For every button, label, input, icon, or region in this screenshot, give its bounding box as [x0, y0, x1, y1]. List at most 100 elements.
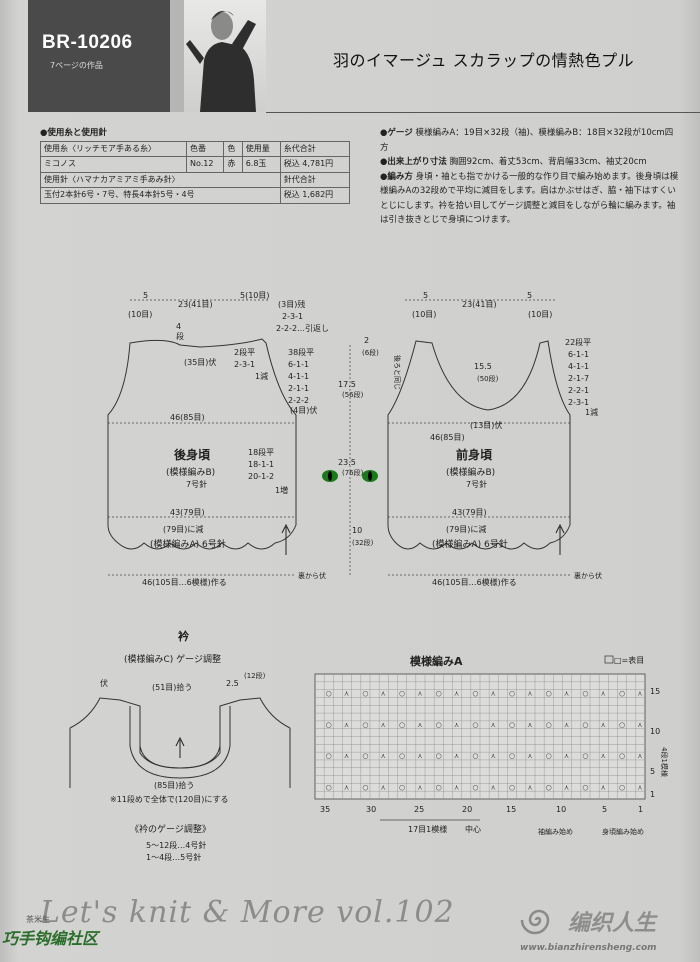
- back-arm-rule-5: 2-2-2: [288, 396, 309, 405]
- yarn-over-symbol: ○: [582, 752, 588, 760]
- yarn-over-symbol: ○: [472, 721, 478, 729]
- yarn-over-symbol: ⋏: [601, 721, 606, 729]
- front-rule-5: 2-2-1: [568, 386, 589, 395]
- materials-heading: ●使用糸と使用針: [40, 128, 107, 138]
- size-line: ●出来上がり寸法 胸囲92cm、着丈53cm、背肩幅33cm、袖丈20cm: [380, 155, 680, 170]
- chart-row-label-5: 5: [650, 767, 655, 776]
- center-dim-17: 17.5: [338, 380, 356, 389]
- table-cell: 税込 4,781円: [279, 156, 351, 173]
- yarn-over-symbol: ⋏: [344, 690, 349, 698]
- yarn-over-symbol: ○: [546, 721, 552, 729]
- yarn-over-symbol: ⋏: [417, 690, 422, 698]
- back-dim-left: 5: [143, 291, 148, 300]
- yarn-over-symbol: ⋏: [637, 721, 642, 729]
- yarn-over-symbol: ○: [619, 783, 625, 791]
- yarn-over-symbol: ○: [509, 783, 515, 791]
- front-dec: 1減: [585, 407, 598, 417]
- header: BR-10206 7ページの作品 羽のイマージュ スカラップの情熱色プル: [0, 0, 700, 112]
- front-dec-note: (79目)に減: [446, 524, 486, 534]
- materials-table: 使用糸〈リッチモア手ある糸〉 色番 色 使用量 糸代合計 ミコノス No.12 …: [40, 140, 351, 204]
- yarn-over-symbol: ○: [436, 690, 442, 698]
- front-piece-pattern: (模様編みB): [446, 466, 495, 478]
- yarn-over-symbol: ⋏: [381, 752, 386, 760]
- front-dim-center: 23(41目): [462, 300, 497, 309]
- yarn-over-symbol: ○: [326, 721, 332, 729]
- chart-col-label-30: 30: [366, 805, 376, 814]
- spiral-logo-icon: [520, 909, 550, 935]
- yarn-over-symbol: ⋏: [417, 783, 422, 791]
- yarn-over-symbol: ○: [326, 783, 332, 791]
- back-bottom-pattern: (模様編みA) 6号針: [150, 538, 226, 550]
- front-rule-4: 2-1-7: [568, 374, 589, 383]
- chart-row-label-10: 10: [650, 727, 660, 736]
- yarn-over-symbol: ○: [546, 783, 552, 791]
- front-neck-15: 15.5: [474, 362, 492, 371]
- chart-col-label-5: 5: [602, 805, 607, 814]
- back-shoulder-rule-1: 2-3-1: [282, 312, 303, 321]
- gauge-line: ●ゲージ 模様編みA：19目×32段（袖)、模様編みB：18目×32段が10cm…: [380, 126, 680, 155]
- yarn-over-symbol: ⋏: [454, 752, 459, 760]
- yarn-over-symbol: ⋏: [491, 752, 496, 760]
- table-cell: 使用糸〈リッチモア手ある糸〉: [40, 140, 187, 157]
- front-side-note: 後ろと同じ: [393, 355, 402, 390]
- front-dim-right: 5: [527, 291, 532, 300]
- size-text: 胸囲92cm、着丈53cm、背肩幅33cm、袖丈20cm: [449, 157, 647, 167]
- chart-center-note: 中心: [465, 824, 481, 834]
- yarn-over-symbol: ○: [546, 690, 552, 698]
- front-width-mid: 43(79目): [452, 508, 487, 517]
- table-row: 玉付2本針6号・7号、特長4本針5号・4号 税込 1,682円: [40, 187, 351, 204]
- back-arm-rule-1: 38段平: [288, 347, 314, 357]
- front-rule-6: 2-3-1: [568, 398, 589, 407]
- yarn-over-symbol: ⋏: [417, 752, 422, 760]
- yarn-over-symbol: ○: [436, 721, 442, 729]
- collar-bottom-pick: (85目)拾う: [154, 780, 194, 790]
- yarn-over-symbol: ○: [472, 752, 478, 760]
- back-neck-dan: 段: [176, 331, 184, 341]
- back-piece-pattern: (模様編みB): [166, 466, 215, 478]
- yarn-over-symbol: ○: [326, 690, 332, 698]
- yarn-over-symbol: ⋏: [491, 783, 496, 791]
- yarn-over-symbol: ⋏: [637, 783, 642, 791]
- gauge-label: ●ゲージ: [380, 128, 413, 138]
- cat-eyes-icon: [322, 470, 378, 482]
- center-dim-10b: (32段): [352, 538, 374, 547]
- back-shoulder-label: (3目)残: [278, 299, 305, 309]
- front-neck-50: (50段): [477, 374, 499, 383]
- back-arm-rule-3: 4-1-1: [288, 372, 309, 381]
- yarn-over-symbol: ⋏: [527, 752, 532, 760]
- yarn-over-symbol: ○: [509, 752, 515, 760]
- back-shoulder-rule-2: 2-2-2…引返し: [276, 324, 329, 333]
- yarn-over-symbol: ⋏: [527, 690, 532, 698]
- back-small-rule-1: 2段平: [234, 347, 255, 357]
- table-row: ミコノス No.12 赤 6.8玉 税込 4,781円: [40, 156, 351, 173]
- yarn-over-symbol: ○: [399, 752, 405, 760]
- pattern-title: 羽のイマージュ スカラップの情熱色プル: [333, 51, 635, 70]
- center-dim-2b: (6段): [362, 348, 379, 357]
- yarn-over-symbol: ⋏: [381, 721, 386, 729]
- yarn-over-symbol: ○: [362, 721, 368, 729]
- chart-col-label-15: 15: [506, 805, 516, 814]
- yarn-over-symbol: ⋏: [637, 752, 642, 760]
- yarn-over-symbol: ⋏: [564, 783, 569, 791]
- front-bottom-pattern: (模様編みA) 6号針: [432, 538, 508, 550]
- front-piece-needle: 7号針: [466, 479, 487, 489]
- yarn-over-symbol: ⋏: [564, 752, 569, 760]
- back-neck-4: 4: [176, 322, 181, 331]
- front-dim-sub-right: (10目): [528, 310, 552, 319]
- chart-grid: [315, 674, 645, 799]
- yarn-over-symbol: ○: [436, 783, 442, 791]
- watermark-left: 巧手钩编社区: [2, 929, 99, 948]
- table-cell: 糸代合計: [279, 140, 351, 157]
- chart-sleeve-start: 袖編み始め: [538, 827, 573, 836]
- back-width-top: 46(85目): [170, 413, 205, 422]
- chart-col-label-20: 20: [462, 805, 472, 814]
- chart-repeat-note: 17目1模様: [408, 824, 447, 834]
- front-bottom-width: 46(105目…6模様)作る: [432, 577, 517, 587]
- table-cell: 針代合計: [279, 171, 351, 188]
- collar-note: ※11段めで全体で(120目)にする: [110, 794, 228, 804]
- chart-col-label-25: 25: [414, 805, 424, 814]
- back-dim-center: 23(41目): [178, 300, 213, 309]
- yarn-over-symbol: ⋏: [381, 783, 386, 791]
- pattern-code: BR-10206: [42, 32, 133, 53]
- front-rule-2: 6-1-1: [568, 350, 589, 359]
